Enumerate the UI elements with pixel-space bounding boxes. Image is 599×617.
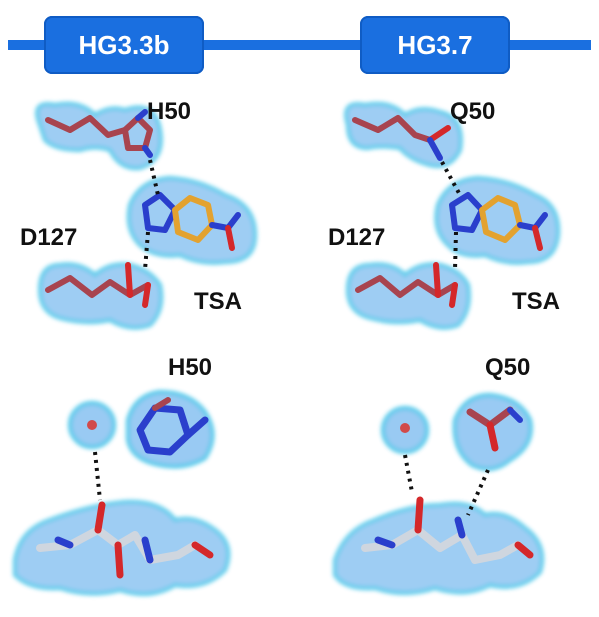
residue-label-d127-left: D127 <box>20 224 78 251</box>
residue-label-q50-bottom: Q50 <box>485 354 531 381</box>
hbond-bottom-right <box>403 454 490 516</box>
residue-label-d127-right: D127 <box>328 224 386 251</box>
ligand-label-tsa-right: TSA <box>512 288 560 315</box>
ligand-label-tsa-left: TSA <box>194 288 242 315</box>
molecule-top-right <box>352 115 548 308</box>
residue-label-h50-bottom: H50 <box>168 354 213 381</box>
header-bar <box>8 40 591 50</box>
molecule-bottom-right <box>361 406 534 564</box>
variant-label-left: HG3.3b <box>44 16 204 74</box>
molecule-bottom-left <box>36 397 214 579</box>
hbond-bottom-left <box>93 451 102 501</box>
hbond-top-left <box>143 159 160 271</box>
molecule-top-left <box>45 109 241 308</box>
residue-label-h50-top-left: H50 <box>147 98 192 125</box>
hbond-top-right <box>440 161 462 271</box>
density-bottom-right <box>333 392 545 595</box>
variant-label-right: HG3.7 <box>360 16 510 74</box>
residue-label-q50-top-right: Q50 <box>450 98 496 125</box>
